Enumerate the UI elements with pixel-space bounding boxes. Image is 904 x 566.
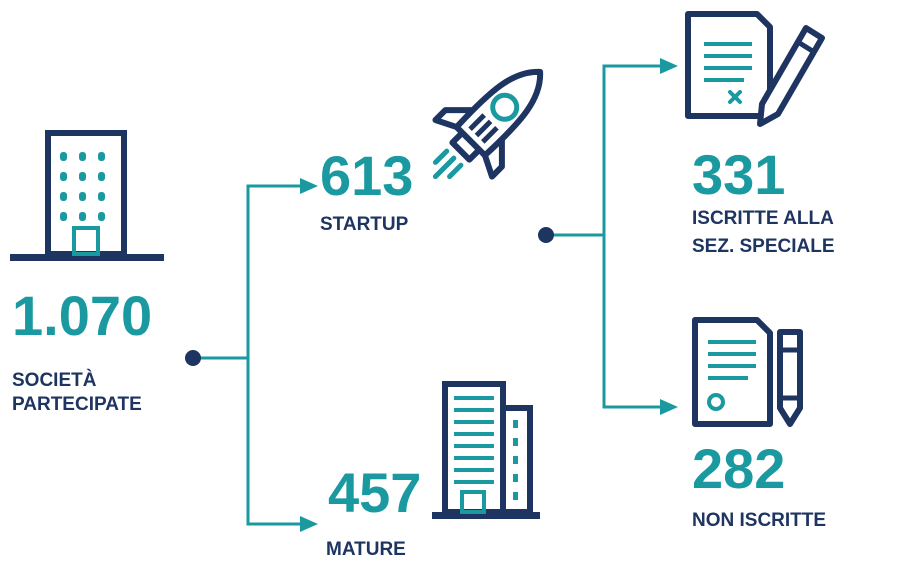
office-building-icon	[10, 130, 164, 261]
root-value: 1.070	[12, 284, 152, 347]
non-iscritte-value: 282	[692, 437, 785, 500]
arrowhead-non-iscritte	[660, 399, 678, 415]
root-to-mature-line	[246, 358, 310, 526]
rocket-icon	[432, 68, 544, 180]
root-label-line2: PARTECIPATE	[12, 394, 142, 415]
connectors	[193, 64, 668, 526]
startup-value: 613	[320, 144, 413, 207]
iscritte-label-line2: SEZ. SPECIALE	[692, 236, 835, 257]
arrowhead-iscritte	[660, 58, 678, 74]
iscritte-value: 331	[692, 143, 785, 206]
startup-node-dot	[538, 227, 554, 243]
mature-label: MATURE	[326, 539, 406, 560]
signed-document-pen-icon	[685, 11, 825, 127]
non-iscritte-label: NON ISCRITTE	[692, 510, 826, 531]
startup-to-iscritte-line	[602, 64, 668, 235]
buildings-icon	[432, 381, 540, 519]
startup-to-non-iscritte-line	[602, 235, 668, 409]
document-pen-icon	[692, 317, 803, 427]
mature-value: 457	[328, 461, 421, 524]
arrowhead-startup	[300, 178, 318, 194]
root-label-line1: SOCIETÀ	[12, 369, 97, 391]
root-node-dot	[185, 350, 201, 366]
root-to-startup-line	[246, 184, 310, 358]
arrowheads	[300, 58, 678, 532]
startup-label: STARTUP	[320, 214, 409, 235]
arrowhead-mature	[300, 516, 318, 532]
iscritte-label-line1: ISCRITTE ALLA	[692, 208, 834, 229]
